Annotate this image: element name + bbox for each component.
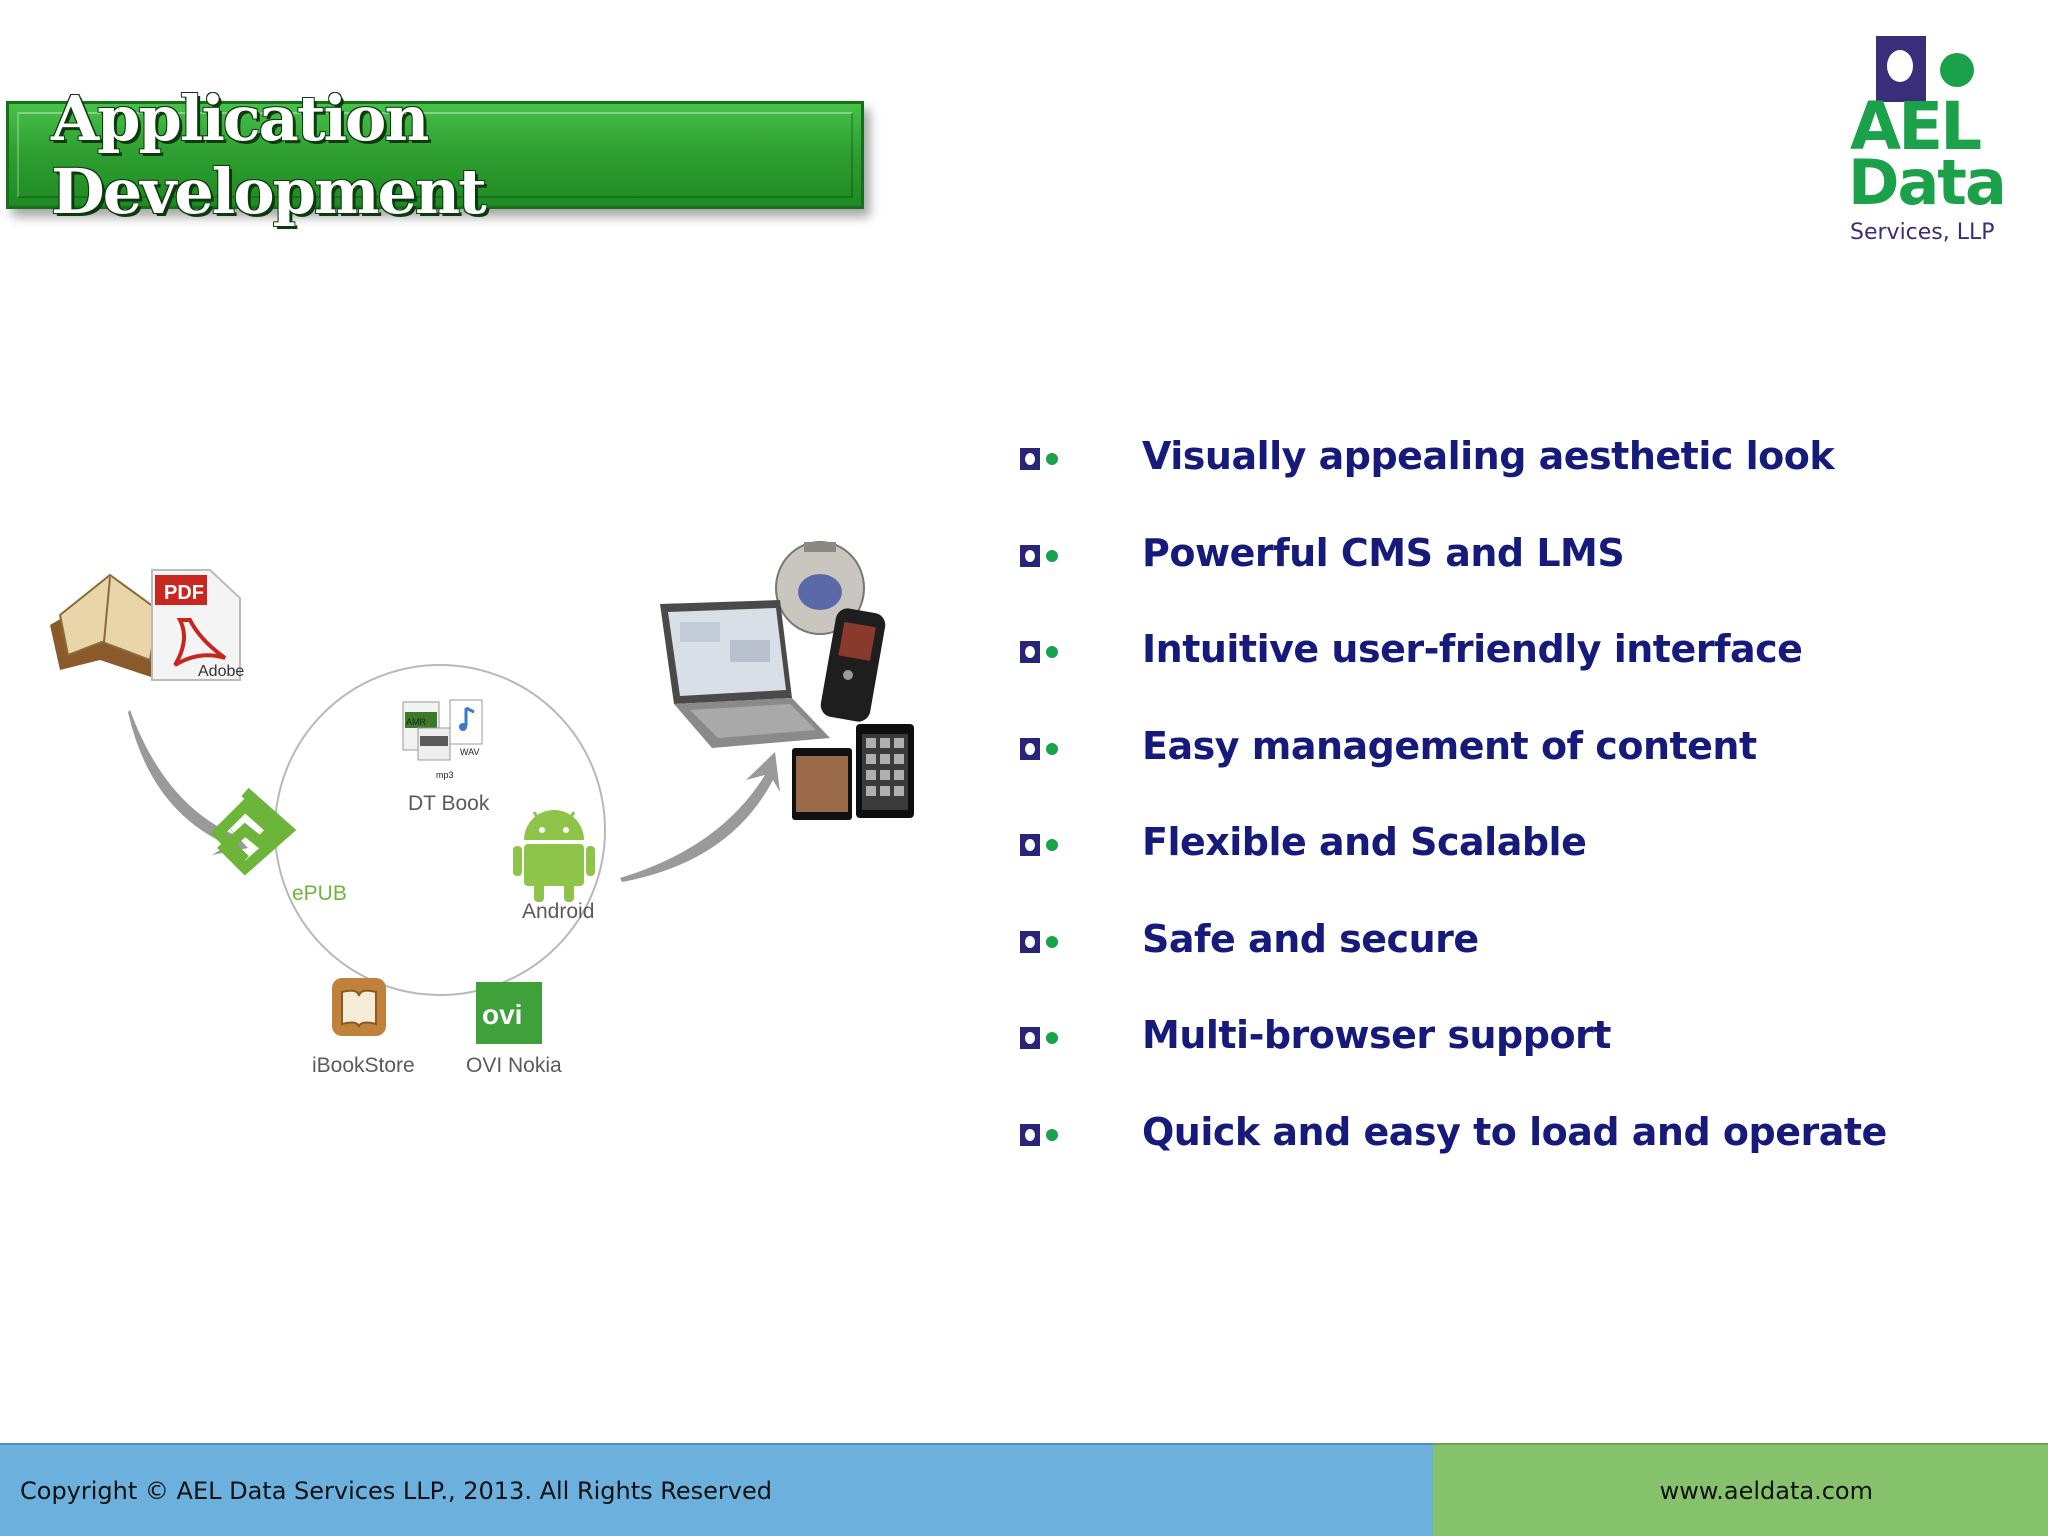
bullet-text: Safe and secure bbox=[1142, 916, 1479, 961]
list-item: Quick and easy to load and operate bbox=[1018, 1106, 1887, 1203]
logo-square-icon bbox=[1876, 36, 1926, 102]
bullet-text: Easy management of content bbox=[1142, 723, 1757, 768]
ibookstore-label: iBookStore bbox=[312, 1054, 415, 1077]
list-item: Multi-browser support bbox=[1018, 1009, 1887, 1106]
ael-data-logo: AEL Data Services, LLP bbox=[1840, 36, 2010, 256]
ovi-nokia-label: OVI Nokia bbox=[466, 1054, 562, 1077]
footer: Copyright © AEL Data Services LLP., 2013… bbox=[0, 1443, 2048, 1536]
ovi-icon-text: ovi bbox=[482, 999, 522, 1030]
bullet-icon bbox=[1018, 734, 1062, 764]
slide-title: Application Development bbox=[51, 82, 487, 228]
bullet-icon bbox=[1018, 1120, 1062, 1150]
list-item: Powerful CMS and LMS bbox=[1018, 527, 1887, 624]
ovi-nokia-icon bbox=[476, 982, 542, 1044]
publishing-diagram: PDF Adobe AMR WAV mp3 bbox=[40, 530, 940, 1110]
tablets-icon bbox=[792, 724, 914, 820]
copyright-text: Copyright © AEL Data Services LLP., 2013… bbox=[20, 1476, 772, 1505]
logo-data-text: Data bbox=[1848, 146, 2007, 219]
android-icon bbox=[513, 810, 595, 902]
amr-label: AMR bbox=[406, 717, 427, 727]
dtbook-label: DT Book bbox=[408, 792, 490, 815]
logo-ael-text: AEL bbox=[1850, 88, 1982, 165]
audio-files-icon bbox=[402, 699, 483, 761]
list-item: Intuitive user-friendly interface bbox=[1018, 623, 1887, 720]
footer-copyright-bar: Copyright © AEL Data Services LLP., 2013… bbox=[0, 1443, 1433, 1536]
bullet-text: Quick and easy to load and operate bbox=[1142, 1109, 1887, 1154]
pdf-label: PDF bbox=[164, 582, 204, 604]
logo-dot-icon bbox=[1940, 53, 1974, 87]
title-banner: Application Development bbox=[6, 82, 864, 228]
adobe-label: Adobe bbox=[198, 663, 244, 680]
list-item: Visually appealing aesthetic look bbox=[1018, 430, 1887, 527]
website-link[interactable]: www.aeldata.com bbox=[1659, 1476, 1873, 1505]
bullet-icon bbox=[1018, 637, 1062, 667]
laptop-icon bbox=[660, 600, 830, 748]
bullet-text: Intuitive user-friendly interface bbox=[1142, 627, 1803, 671]
ibookstore-icon bbox=[332, 978, 386, 1036]
bullet-text: Powerful CMS and LMS bbox=[1142, 530, 1625, 575]
bullet-icon bbox=[1018, 927, 1062, 957]
bullet-icon bbox=[1018, 830, 1062, 860]
epub-icon bbox=[210, 787, 297, 876]
android-label: Android bbox=[522, 900, 595, 923]
bullet-icon bbox=[1018, 1023, 1062, 1053]
bullet-text: Flexible and Scalable bbox=[1142, 820, 1587, 864]
diagram-graphics: PDF Adobe AMR WAV mp3 bbox=[50, 541, 914, 1044]
feature-list: Visually appealing aesthetic look Powerf… bbox=[1018, 430, 1887, 1202]
bullet-icon bbox=[1018, 541, 1062, 571]
logo-subtitle: Services, LLP bbox=[1850, 220, 1995, 245]
bullet-text: Multi-browser support bbox=[1142, 1013, 1611, 1057]
books-pdf-icon bbox=[50, 569, 241, 681]
input-arrow-icon bbox=[128, 710, 248, 855]
bullet-text: Visually appealing aesthetic look bbox=[1142, 434, 1835, 478]
mp3-label: mp3 bbox=[436, 770, 454, 780]
bullet-icon bbox=[1018, 444, 1062, 474]
list-item: Flexible and Scalable bbox=[1018, 816, 1887, 913]
output-arrow-icon bbox=[620, 752, 780, 882]
list-item: Easy management of content bbox=[1018, 720, 1887, 817]
smartphone-icon bbox=[820, 608, 886, 722]
epub-label: ePUB bbox=[292, 882, 347, 905]
footer-website-bar: www.aeldata.com bbox=[1433, 1443, 2048, 1536]
list-item: Safe and secure bbox=[1018, 913, 1887, 1010]
wav-label: WAV bbox=[460, 747, 480, 757]
